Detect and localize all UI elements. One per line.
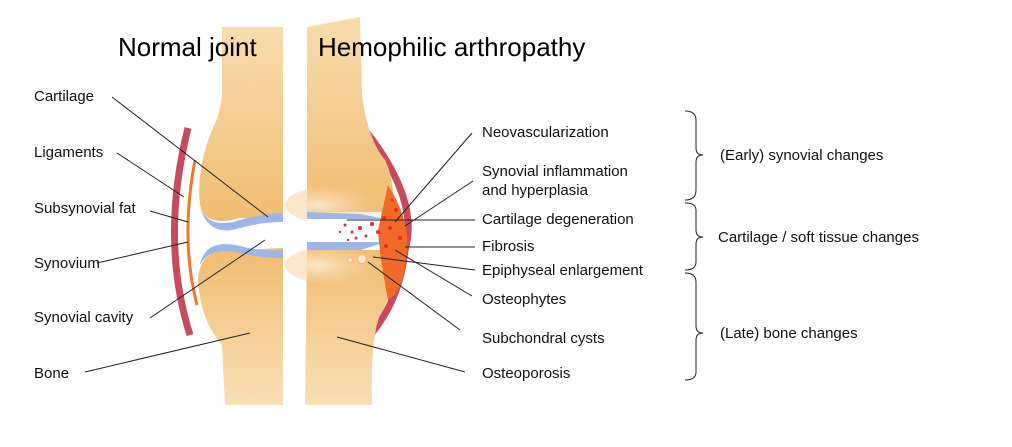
subchondral-cyst-small bbox=[347, 257, 353, 263]
upper-bone-right bbox=[307, 17, 394, 212]
blood-dots bbox=[338, 198, 402, 248]
subchondral-cyst bbox=[357, 254, 367, 264]
label-fibrosis: Fibrosis bbox=[482, 238, 535, 255]
stage-braces bbox=[684, 110, 704, 381]
stage-late-bone: (Late) bone changes bbox=[720, 325, 858, 342]
label-synovial-inflammation: Synovial inflammation bbox=[482, 163, 628, 180]
stage-cartilage-soft-tissue: Cartilage / soft tissue changes bbox=[718, 229, 919, 246]
stage-early-synovial: (Early) synovial changes bbox=[720, 147, 884, 164]
label-neovascularization: Neovascularization bbox=[482, 124, 609, 141]
title-hemophilic-arthropathy: Hemophilic arthropathy bbox=[318, 32, 586, 62]
subsynovial-fat-left bbox=[186, 159, 199, 306]
upper-bone-left bbox=[199, 27, 283, 222]
title-normal-joint: Normal joint bbox=[118, 32, 257, 62]
label-osteophytes: Osteophytes bbox=[482, 291, 567, 308]
label-subsynovial-fat: Subsynovial fat bbox=[34, 200, 136, 217]
lower-bone-left bbox=[198, 248, 283, 405]
label-synovial-cavity: Synovial cavity bbox=[34, 309, 134, 326]
label-synovium: Synovium bbox=[34, 255, 100, 272]
label-epiphyseal-enlargement: Epiphyseal enlargement bbox=[482, 262, 643, 279]
label-cartilage: Cartilage bbox=[34, 88, 95, 105]
label-subchondral-cysts: Subchondral cysts bbox=[482, 330, 605, 347]
label-hyperplasia: and hyperplasia bbox=[482, 182, 588, 199]
hemarthrosis-synovium bbox=[378, 185, 408, 300]
cartilage-upper-left bbox=[200, 208, 283, 231]
label-bone: Bone bbox=[34, 365, 70, 382]
leader-lines bbox=[84, 96, 476, 373]
cartilage-upper-right bbox=[307, 212, 390, 220]
label-cartilage-degeneration: Cartilage degeneration bbox=[482, 211, 634, 228]
epiphyseal-lower bbox=[285, 245, 395, 285]
synovium-left bbox=[170, 127, 194, 337]
cartilage-lower-right bbox=[307, 241, 390, 250]
label-ligaments: Ligaments bbox=[34, 144, 104, 161]
cartilage-lower-left bbox=[200, 244, 283, 265]
lower-bone-right bbox=[305, 250, 394, 405]
label-osteoporosis: Osteoporosis bbox=[482, 365, 571, 382]
